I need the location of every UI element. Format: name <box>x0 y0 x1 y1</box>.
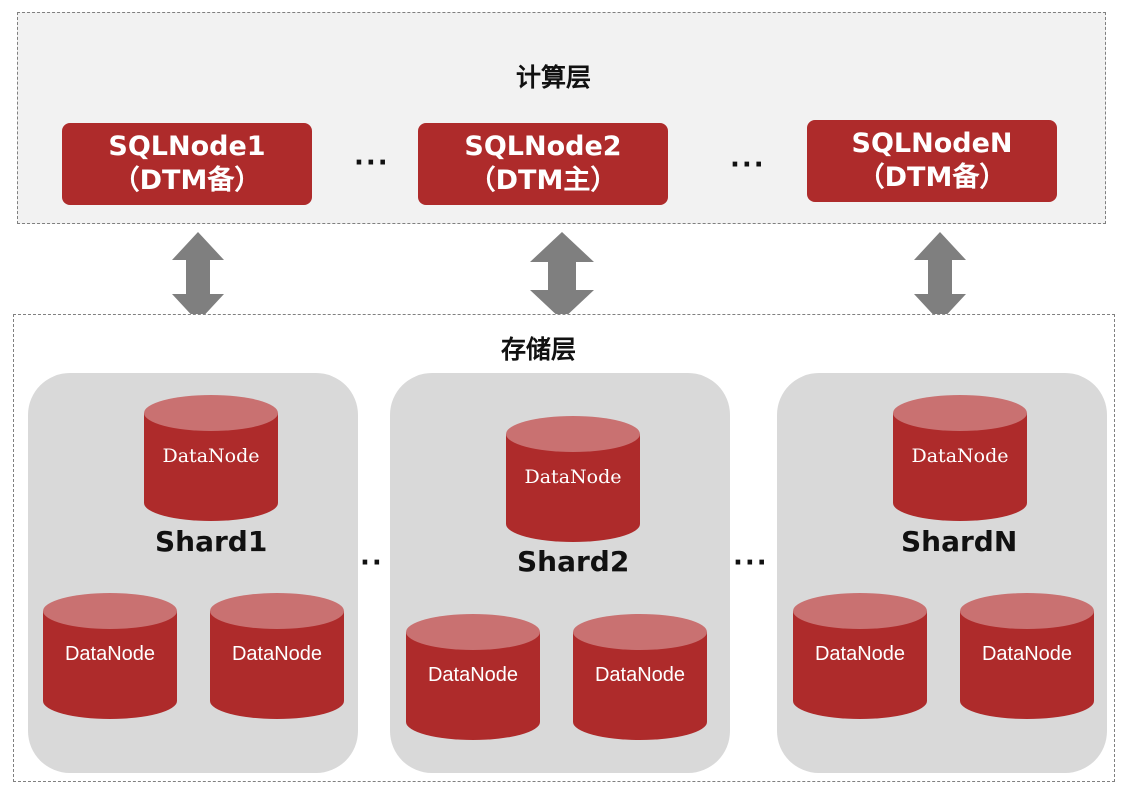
double-arrow-icon <box>530 232 594 320</box>
double-arrow-icon <box>914 232 966 322</box>
shard-2-label: Shard2 <box>517 545 630 578</box>
datanode-cylinder: DataNode <box>573 614 707 740</box>
sqlnode-n: SQLNodeN （DTM备） <box>807 120 1057 202</box>
compute-ellipsis-2: ··· <box>730 150 766 180</box>
datanode-cylinder: DataNode <box>210 593 344 719</box>
sqlnode-2-role: （DTM主） <box>468 165 618 196</box>
storage-layer-title: 存储层 <box>501 335 577 364</box>
datanode-label: DataNode <box>594 664 686 686</box>
storage-ellipsis-2: ··· <box>733 548 769 578</box>
datanode-cylinder: DataNode <box>893 395 1027 521</box>
datanode-cylinder: DataNode <box>144 395 278 521</box>
double-arrow-icon <box>172 232 224 322</box>
datanode-label: DataNode <box>162 445 260 467</box>
datanode-cylinder: DataNode <box>793 593 927 719</box>
shard-n-label: ShardN <box>901 525 1018 558</box>
sqlnode-1-role: （DTM备） <box>112 165 262 196</box>
sqlnode-1: SQLNode1 （DTM备） <box>62 123 312 205</box>
shard-1-label: Shard1 <box>155 525 268 558</box>
datanode-cylinder: DataNode <box>406 614 540 740</box>
compute-ellipsis-1: ··· <box>354 148 390 178</box>
sqlnode-1-name: SQLNode1 <box>108 131 266 162</box>
sqlnode-2: SQLNode2 （DTM主） <box>418 123 668 205</box>
datanode-label: DataNode <box>231 643 323 665</box>
storage-ellipsis-1: ·· <box>360 548 384 578</box>
datanode-label: DataNode <box>981 643 1073 665</box>
datanode-label: DataNode <box>911 445 1009 467</box>
datanode-label: DataNode <box>427 664 519 686</box>
datanode-label: DataNode <box>524 466 622 488</box>
datanode-cylinder: DataNode <box>506 416 640 542</box>
sqlnode-2-name: SQLNode2 <box>464 131 622 162</box>
compute-layer-title: 计算层 <box>516 63 592 92</box>
sqlnode-n-name: SQLNodeN <box>851 128 1013 159</box>
datanode-cylinder: DataNode <box>960 593 1094 719</box>
datanode-label: DataNode <box>814 643 906 665</box>
datanode-cylinder: DataNode <box>43 593 177 719</box>
datanode-label: DataNode <box>64 643 156 665</box>
sqlnode-n-role: （DTM备） <box>857 162 1007 193</box>
